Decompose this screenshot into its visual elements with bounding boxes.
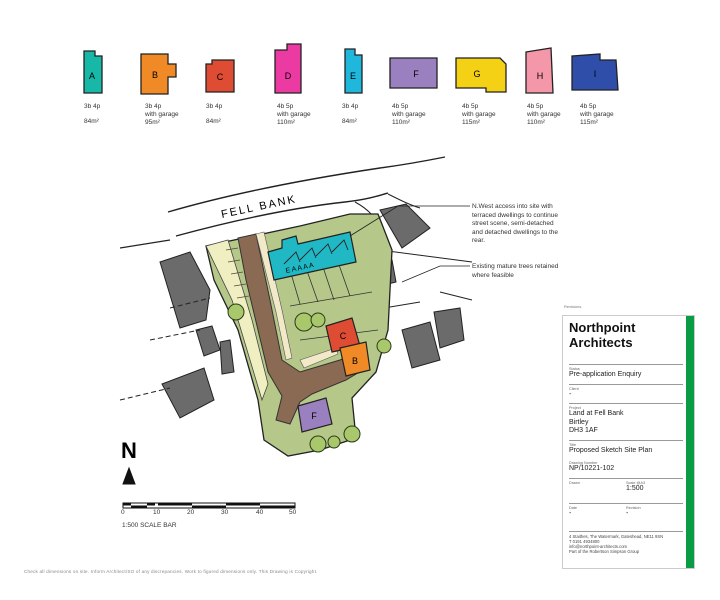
scale-tick-30: 30 [221,509,229,516]
house-icon-b: B [140,53,177,95]
scale-value: 1:500 [626,484,644,492]
road-edge-north [167,156,446,213]
house-icon-g: G [455,57,507,93]
scale-tick-0: 0 [121,509,125,516]
company-address: 4 Staithes, The Watermark, Gateshead, NE… [569,533,664,539]
svg-text:E: E [350,71,356,81]
neighbouring-buildings [159,203,465,419]
svg-text:I: I [594,69,597,79]
scale-bar [122,502,296,509]
svg-text:F: F [311,411,317,421]
site-plan: FELL BANK E A A [119,156,473,509]
svg-text:A: A [89,71,95,81]
access-road [237,233,367,425]
drawing-title: Proposed Sketch Site Plan [569,446,653,454]
plot-f: F [297,397,333,433]
svg-text:N: N [121,438,137,463]
note-trees: Existing mature trees retained where fea… [472,263,559,279]
house-icon-h: H [525,47,554,94]
drawing-number: NP/10221-102 [569,465,615,472]
road-name: FELL BANK [220,193,298,221]
svg-text:H: H [537,71,544,81]
status-value: Pre-application Enquiry [569,371,642,378]
svg-text:F: F [413,69,419,79]
brand-green-bar [686,316,694,568]
house-icon-a: A [83,50,103,94]
svg-text:B: B [152,70,158,80]
scale-bar-label: 1:500 SCALE BAR [122,522,177,529]
house-icon-c: C [205,59,235,93]
note-access: N.West access into site with terraced dw… [472,203,559,244]
house-type-legend: A B C D E F G H I [83,43,619,95]
brand-name: Northpoint Architects [569,320,636,350]
svg-text:C: C [217,72,224,82]
scale-tick-10: 10 [153,509,161,516]
client-value: - [569,390,572,398]
scale-tick-50: 50 [289,509,297,516]
svg-text:C: C [340,331,347,341]
svg-text:D: D [285,71,292,81]
disclaimer: Check all dimensions on site. Inform Arc… [24,569,318,574]
north-arrow: N [121,438,137,485]
plot-b: B [339,341,371,377]
trees [227,303,392,453]
project-value: Land at Fell Bank Birtley DH3 1AF [569,410,624,434]
svg-text:B: B [352,356,358,366]
title-block: Northpoint Architects Status Pre-applica… [562,315,695,569]
svg-text:G: G [473,69,480,79]
house-icon-i: I [571,53,619,91]
house-icon-f: F [389,57,438,89]
scale-tick-40: 40 [256,509,264,516]
house-icon-e: E [344,48,363,94]
scale-tick-20: 20 [187,509,195,516]
terrace-e-a: E A A A A [267,231,357,281]
revisions-label: Revisions [564,304,582,309]
house-icon-d: D [274,43,302,94]
road-edge-south [175,192,389,237]
